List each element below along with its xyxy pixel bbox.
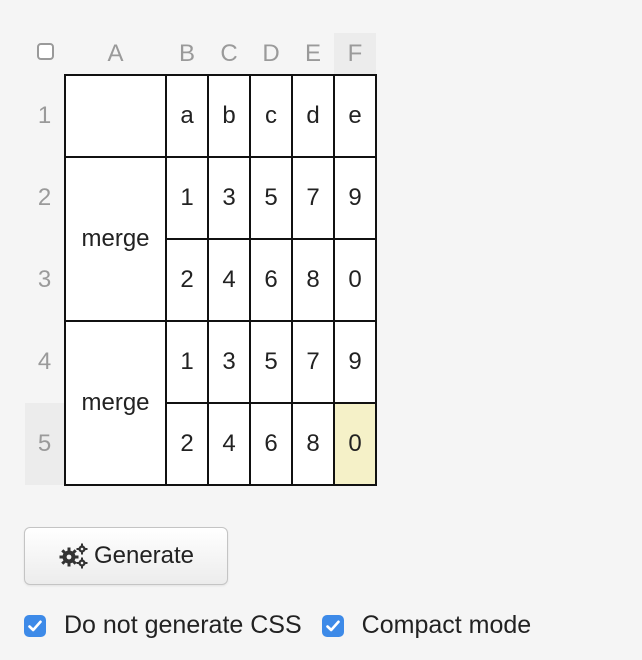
cell-c1[interactable]: b	[207, 74, 251, 158]
cell-e5[interactable]: 8	[291, 402, 335, 486]
cell-f3[interactable]: 0	[333, 238, 377, 322]
cell-b2[interactable]: 1	[165, 156, 209, 240]
table-row: 5 2 4 6 8 0	[25, 402, 377, 486]
row-header-2[interactable]: 2	[37, 184, 52, 211]
column-header-d[interactable]: D	[262, 39, 280, 67]
cell-f1[interactable]: e	[333, 74, 377, 158]
cell-f5-selected[interactable]: 0	[333, 402, 377, 486]
table-row: 2 merge 1 3 5 7 9	[25, 156, 377, 322]
cell-d3[interactable]: 6	[249, 238, 293, 322]
cell-e3[interactable]: 8	[291, 238, 335, 322]
cell-d4[interactable]: 5	[249, 320, 293, 404]
cell-a1[interactable]	[64, 74, 167, 158]
row-header-1[interactable]: 1	[37, 102, 52, 129]
column-header-c[interactable]: C	[220, 39, 238, 67]
cell-c4[interactable]: 3	[207, 320, 251, 404]
cell-c5[interactable]: 4	[207, 402, 251, 486]
table-row: 1 a b c d e	[25, 74, 377, 158]
cell-c3[interactable]: 4	[207, 238, 251, 322]
compact-mode-option[interactable]: Compact mode	[321, 611, 532, 640]
cell-c2[interactable]: 3	[207, 156, 251, 240]
generate-button-label: Generate	[93, 542, 195, 569]
cell-b1[interactable]: a	[165, 74, 209, 158]
cell-b3[interactable]: 2	[165, 238, 209, 322]
compact-mode-checkbox[interactable]	[321, 614, 344, 637]
spreadsheet: A B C D E F 1 a b c d e	[25, 33, 377, 486]
cell-d2[interactable]: 5	[249, 156, 293, 240]
cell-f4[interactable]: 9	[333, 320, 377, 404]
cell-d5[interactable]: 6	[249, 402, 293, 486]
no-css-label: Do not generate CSS	[64, 611, 302, 639]
cell-b4[interactable]: 1	[165, 320, 209, 404]
merged-cell-a2[interactable]: merge	[64, 156, 167, 322]
row-header-4[interactable]: 4	[37, 348, 52, 375]
row-header-3[interactable]: 3	[37, 266, 52, 293]
gears-icon	[58, 543, 88, 569]
column-header-a[interactable]: A	[107, 39, 124, 67]
table-row: 4 merge 1 3 5 7 9	[25, 320, 377, 486]
no-css-option[interactable]: Do not generate CSS	[24, 611, 302, 640]
column-header-f[interactable]: F	[334, 33, 376, 75]
column-header-e[interactable]: E	[304, 39, 321, 67]
spreadsheet-table: A B C D E F 1 a b c d e	[25, 33, 377, 486]
cell-d1[interactable]: c	[249, 74, 293, 158]
row-header-5[interactable]: 5	[25, 403, 65, 485]
table-row: 3 2 4 6 8 0	[25, 238, 377, 322]
cell-e1[interactable]: d	[291, 74, 335, 158]
compact-mode-label: Compact mode	[361, 611, 532, 639]
column-header-b[interactable]: B	[178, 39, 195, 67]
no-css-checkbox[interactable]	[24, 614, 46, 637]
merged-cell-a4[interactable]: merge	[64, 320, 167, 486]
cell-b5[interactable]: 2	[165, 402, 209, 486]
generate-button[interactable]: Generate	[24, 527, 228, 585]
column-header-row: A B C D E F	[25, 33, 376, 75]
options-row: Do not generate CSS Compact mode	[24, 611, 551, 640]
cell-f2[interactable]: 9	[333, 156, 377, 240]
cell-e4[interactable]: 7	[291, 320, 335, 404]
cell-e2[interactable]: 7	[291, 156, 335, 240]
select-all-checkbox[interactable]	[25, 33, 65, 75]
